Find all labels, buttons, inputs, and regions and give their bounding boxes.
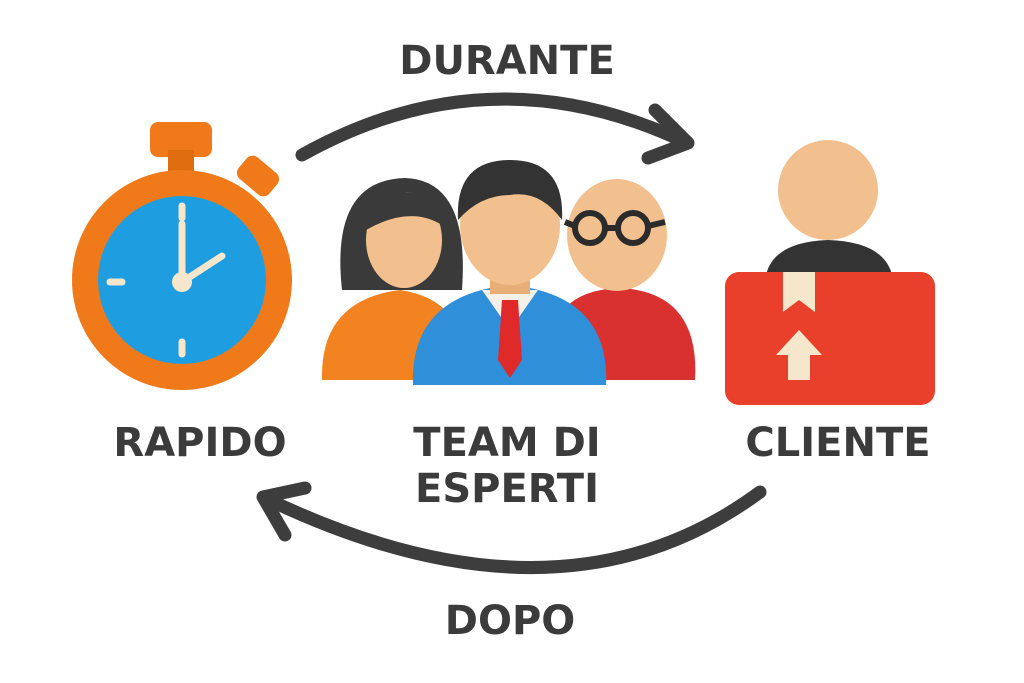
arrow-left-icon bbox=[256, 481, 767, 574]
fast-label: RAPIDO bbox=[113, 420, 287, 466]
client-icon bbox=[725, 140, 935, 405]
during-label: DURANTE bbox=[399, 38, 615, 84]
team-label-line2: ESPERTI bbox=[415, 466, 599, 512]
arrow-right-icon bbox=[295, 92, 695, 165]
client-label: CLIENTE bbox=[745, 420, 931, 466]
after-label: DOPO bbox=[444, 598, 576, 644]
team-icon bbox=[321, 160, 696, 385]
stopwatch-icon bbox=[72, 122, 292, 390]
team-label-line1: TEAM DI bbox=[413, 420, 601, 466]
